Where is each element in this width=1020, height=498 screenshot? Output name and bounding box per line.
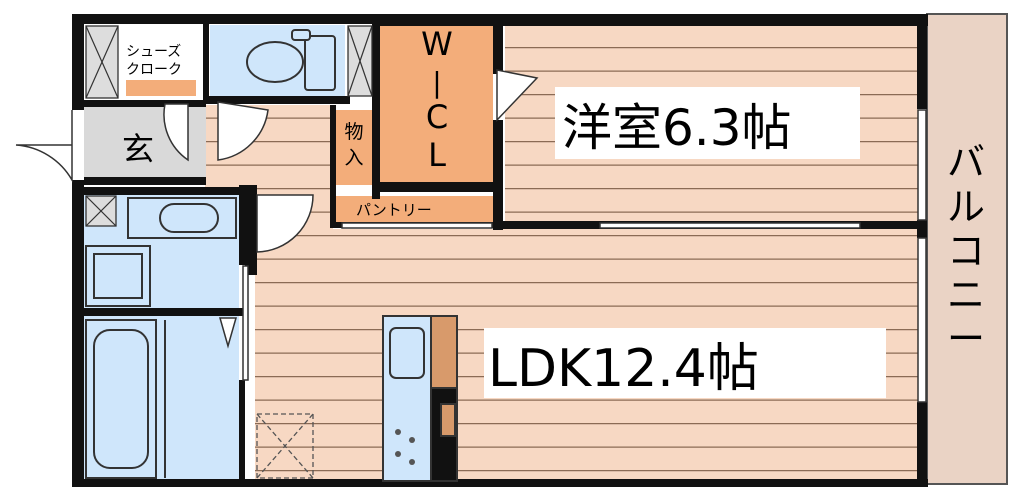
entrance-label: 玄 [122,130,154,168]
wall-right-upper [917,14,927,109]
storage-area [336,110,372,185]
room-door [496,69,539,122]
stove-burners-icon [395,429,415,465]
wall-right-lower [917,402,927,487]
wash-basin-icon [127,197,237,239]
fridge-space-icon [256,413,314,479]
toilet-icon [246,29,336,91]
window-room-lower [599,222,861,229]
wall-wic-bottom [372,182,497,192]
wall-left-upper [72,14,84,110]
pantry-area [336,196,496,222]
wall-toilet-left [203,14,209,104]
balcony-label-4: ニ [947,273,985,317]
ldk-label-bg [484,328,886,398]
washing-machine-icon [85,245,151,307]
window-balcony-upper [917,109,927,221]
shoe-closet-strip [126,80,196,96]
front-door [15,110,73,183]
balcony-label-5: ー [947,317,985,361]
ldk-label: LDK12.4帖 [488,339,759,399]
wall-top-right [380,14,928,26]
balcony-area [926,13,1008,485]
pantry-label: パントリー [356,201,432,219]
wall-shoe-bottom [84,100,206,107]
wall-storage-left [330,105,336,228]
western-room-label-bg [555,87,860,159]
window-balcony-lower [917,237,927,403]
wic-label-2: | [432,66,441,99]
western-room-label: 洋室6.3帖 [562,99,792,157]
wall-left-lower [72,180,84,487]
hall-door [217,101,269,161]
balcony-label-1: バ [947,140,985,184]
balcony-label-3: コ [947,229,985,273]
bath-door [219,265,249,381]
wic-area [378,22,493,182]
storage-label-2: 入 [344,147,363,169]
wall-hall-stub [245,185,257,275]
shoe-closet-label-1: シューズ [126,44,181,60]
wic-label-1: W [421,25,453,63]
shoe-closet-label-2: クローク [126,62,182,78]
wash-door [256,194,314,253]
balcony-label-2: ル [947,185,985,229]
wall-bottom [72,479,928,487]
wall-bath-right [239,380,245,480]
wic-label-3: C [426,98,448,136]
toilet-door [163,103,189,162]
wall-wic-left [372,14,380,199]
wall-wash-bottom [84,308,244,316]
wall-wash-right [239,185,245,265]
wall-wic-right [493,14,503,74]
storage-label-1: 物 [344,121,363,143]
wall-top-left [72,14,382,24]
bathtub-icon [85,319,166,479]
window-pantry [341,222,493,229]
wic-label-4: L [428,136,446,174]
kitchen-counter [382,315,458,482]
wall-entry-bottom [84,177,206,185]
wall-wic-right-low [493,120,503,230]
wall-wash-top [84,187,244,195]
wall-toilet-bottom [205,96,350,104]
